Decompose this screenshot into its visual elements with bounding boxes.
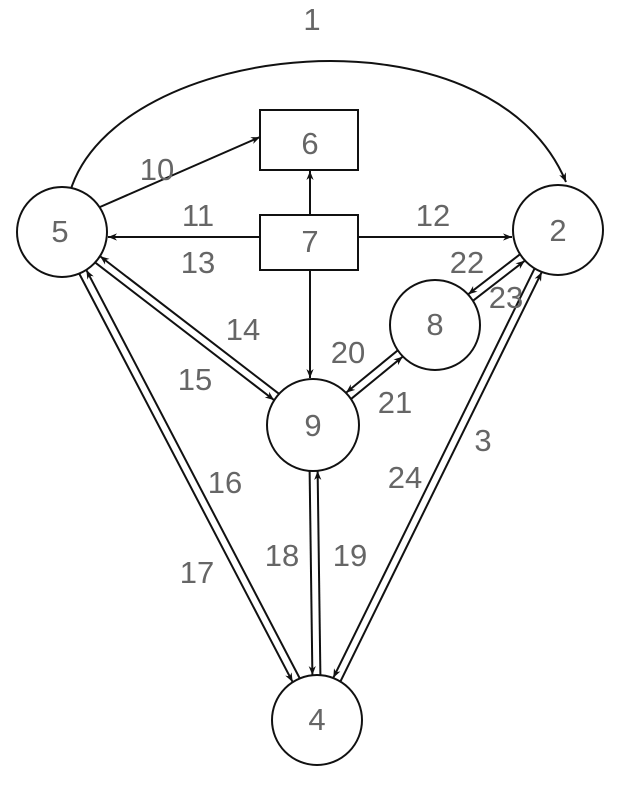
edge-1-arc (69, 60, 567, 193)
edge-label-1: 1 (303, 2, 320, 37)
edges-14-15-backward (99, 255, 280, 395)
edge-labels: 1 10 11 12 13 22 23 14 20 15 21 3 24 16 … (140, 2, 523, 590)
edge-label-18: 18 (265, 538, 299, 573)
edge-label-13: 13 (181, 245, 215, 280)
edge-label-24: 24 (388, 460, 422, 495)
edges-18-19-forward (308, 471, 316, 676)
node-label-8: 8 (426, 307, 443, 342)
node-7-box (259, 214, 359, 271)
edge-label-11: 11 (182, 198, 214, 233)
nodes-layer (16, 109, 604, 766)
edges-3-24-forward (339, 271, 543, 682)
edge-label-10: 10 (140, 152, 174, 187)
edges-22-23-forward (472, 259, 526, 302)
node-labels: 5 2 8 9 4 6 7 (51, 126, 566, 737)
edge-label-16: 16 (208, 465, 242, 500)
edge-label-12: 12 (416, 198, 450, 233)
edge-label-15: 15 (178, 362, 212, 397)
edge-10-5-to-6 (99, 136, 261, 208)
edges-16-17-backward (85, 269, 301, 679)
node-label-9: 9 (304, 408, 321, 443)
node-2 (512, 184, 604, 276)
edge-label-21: 21 (378, 385, 412, 420)
node-6-box (259, 109, 359, 171)
node-label-2: 2 (549, 213, 566, 248)
node-9 (266, 378, 360, 472)
edges-18-19-backward (314, 470, 322, 675)
node-label-5: 5 (51, 214, 68, 249)
node-8 (389, 279, 481, 371)
edges-20-21-backward (345, 349, 399, 394)
edges-3-24-backward (332, 268, 536, 679)
edge-label-17: 17 (180, 555, 214, 590)
edge-label-23: 23 (489, 280, 523, 315)
edge-label-14: 14 (226, 312, 260, 347)
node-label-6: 6 (301, 126, 318, 161)
node-4 (271, 674, 363, 766)
edges-20-21-forward (350, 355, 404, 400)
edges-16-17-forward (78, 273, 294, 683)
edge-label-22: 22 (450, 245, 484, 280)
node-5 (16, 186, 108, 278)
node-label-4: 4 (308, 702, 325, 737)
edge-label-19: 19 (333, 538, 367, 573)
edges-22-23-backward (467, 253, 521, 296)
edges-layer (69, 60, 567, 683)
edge-label-3: 3 (474, 423, 491, 458)
node-label-7: 7 (301, 224, 318, 259)
edge-label-20: 20 (331, 335, 365, 370)
edges-14-15-forward (94, 261, 275, 401)
